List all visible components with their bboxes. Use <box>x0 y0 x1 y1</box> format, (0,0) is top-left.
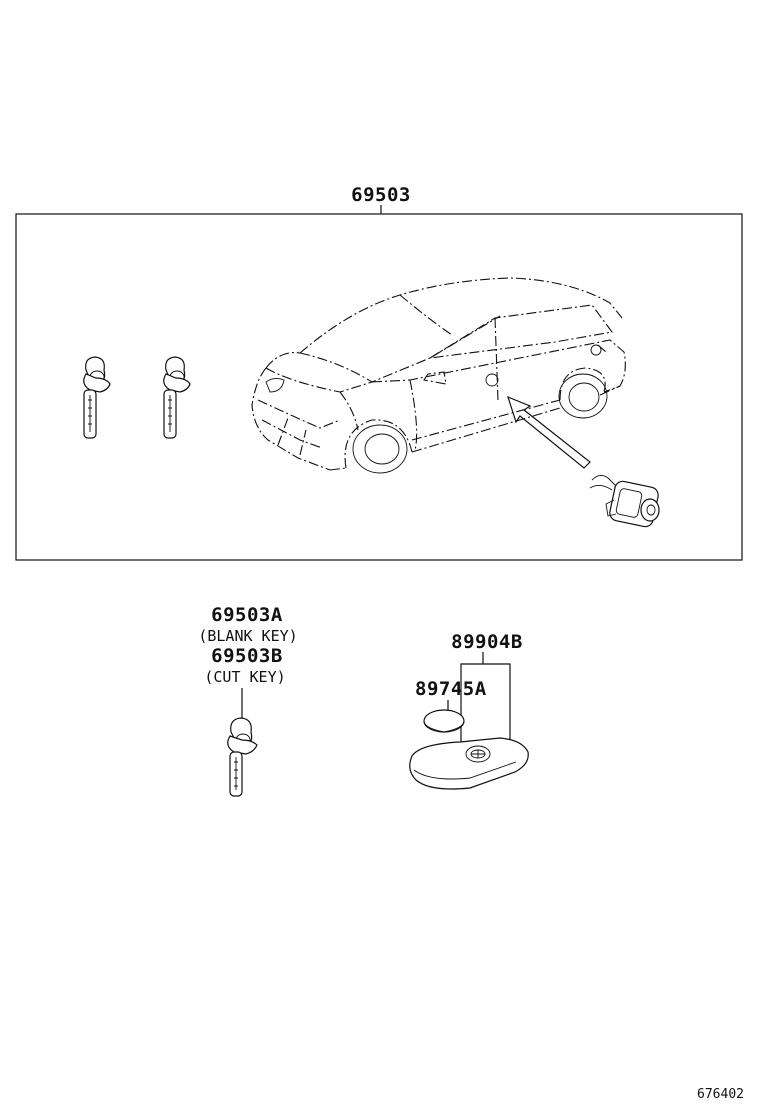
key-left-1[interactable] <box>83 356 111 439</box>
door-lock-cylinder[interactable] <box>589 475 660 528</box>
transmitter-part-number[interactable]: 89904B <box>451 631 523 653</box>
transmitter-leader-line <box>460 652 511 760</box>
blank-key-description: (BLANK KEY) <box>198 627 297 645</box>
smart-key-fob[interactable] <box>409 737 529 790</box>
car-illustration <box>251 277 626 474</box>
cut-key-description: (CUT KEY) <box>204 668 285 686</box>
assembly-frame <box>15 213 743 561</box>
key-left-2[interactable] <box>163 356 191 439</box>
battery-part-number[interactable]: 89745A <box>415 678 487 700</box>
assembly-part-number[interactable]: 69503 <box>351 184 411 206</box>
illustration-number: 676402 <box>697 1087 744 1102</box>
cut-key-part-number[interactable]: 69503B <box>211 645 283 667</box>
blank-key-part-number[interactable]: 69503A <box>211 604 283 626</box>
key-single[interactable] <box>227 717 258 797</box>
coin-battery[interactable] <box>423 709 465 733</box>
